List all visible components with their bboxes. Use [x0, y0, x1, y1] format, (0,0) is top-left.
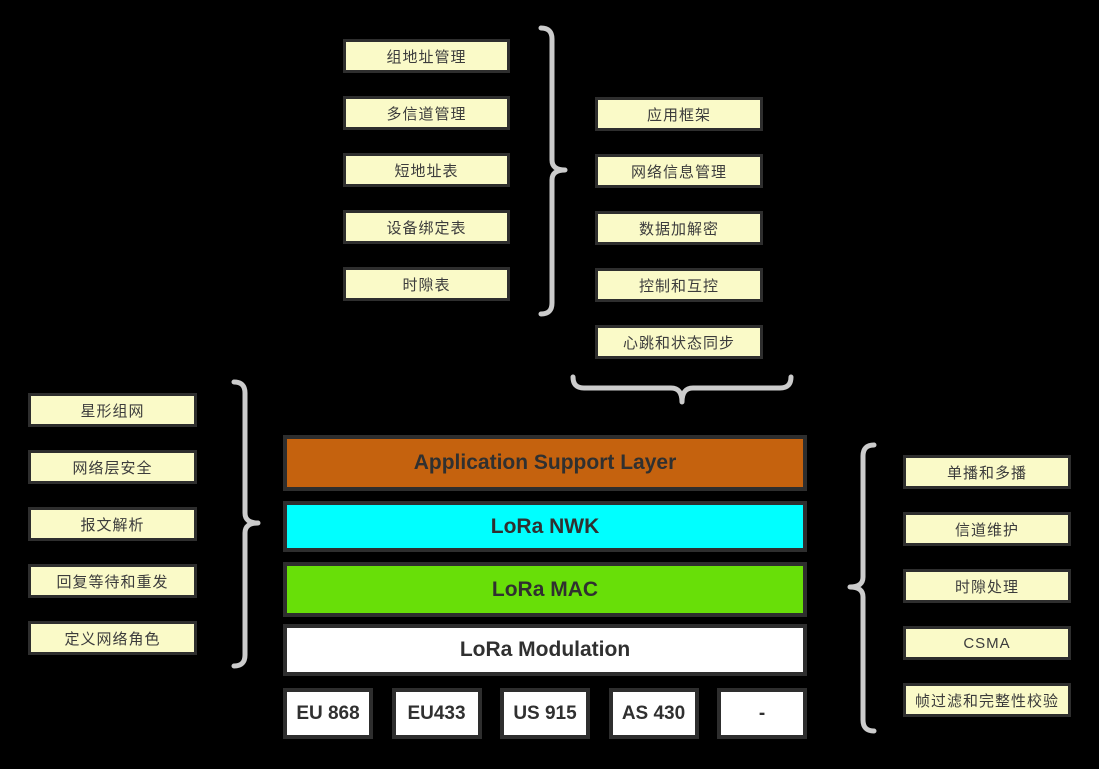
group-mid-right: 单播和多播 信道维护 时隙处理 CSMA 帧过滤和完整性校验 — [903, 455, 1071, 717]
feature-box: 星形组网 — [28, 393, 197, 427]
feature-box: 组地址管理 — [343, 39, 510, 73]
feature-box: 单播和多播 — [903, 455, 1071, 489]
layer-application-support: Application Support Layer — [283, 435, 807, 491]
region-band-box: US 915 — [500, 688, 590, 739]
brace-mid-right-group — [847, 442, 877, 734]
protocol-stack: Application Support Layer LoRa NWK LoRa … — [283, 435, 807, 739]
feature-box: 帧过滤和完整性校验 — [903, 683, 1071, 717]
feature-box: 设备绑定表 — [343, 210, 510, 244]
brace-top-right-group — [570, 374, 794, 405]
feature-box: 控制和互控 — [595, 268, 763, 302]
feature-box: 网络信息管理 — [595, 154, 763, 188]
region-band-box: EU 868 — [283, 688, 373, 739]
group-top-right: 应用框架 网络信息管理 数据加解密 控制和互控 心跳和状态同步 — [595, 97, 763, 359]
group-mid-left: 星形组网 网络层安全 报文解析 回复等待和重发 定义网络角色 — [28, 393, 197, 655]
feature-box: CSMA — [903, 626, 1071, 660]
brace-mid-left-group — [231, 379, 261, 669]
feature-box: 时隙表 — [343, 267, 510, 301]
layer-lora-nwk: LoRa NWK — [283, 501, 807, 552]
layer-lora-modulation: LoRa Modulation — [283, 624, 807, 676]
feature-box: 回复等待和重发 — [28, 564, 197, 598]
region-band-row: EU 868 EU433 US 915 AS 430 - — [283, 688, 807, 739]
region-band-box: EU433 — [391, 688, 482, 739]
feature-box: 时隙处理 — [903, 569, 1071, 603]
feature-box: 信道维护 — [903, 512, 1071, 546]
group-top-left: 组地址管理 多信道管理 短地址表 设备绑定表 时隙表 — [343, 39, 510, 301]
layer-lora-mac: LoRa MAC — [283, 562, 807, 617]
region-band-box: - — [717, 688, 807, 739]
region-band-box: AS 430 — [608, 688, 699, 739]
feature-box: 定义网络角色 — [28, 621, 197, 655]
feature-box: 短地址表 — [343, 153, 510, 187]
feature-box: 多信道管理 — [343, 96, 510, 130]
brace-top-left-group — [538, 25, 568, 317]
feature-box: 心跳和状态同步 — [595, 325, 763, 359]
feature-box: 应用框架 — [595, 97, 763, 131]
feature-box: 数据加解密 — [595, 211, 763, 245]
feature-box: 网络层安全 — [28, 450, 197, 484]
feature-box: 报文解析 — [28, 507, 197, 541]
